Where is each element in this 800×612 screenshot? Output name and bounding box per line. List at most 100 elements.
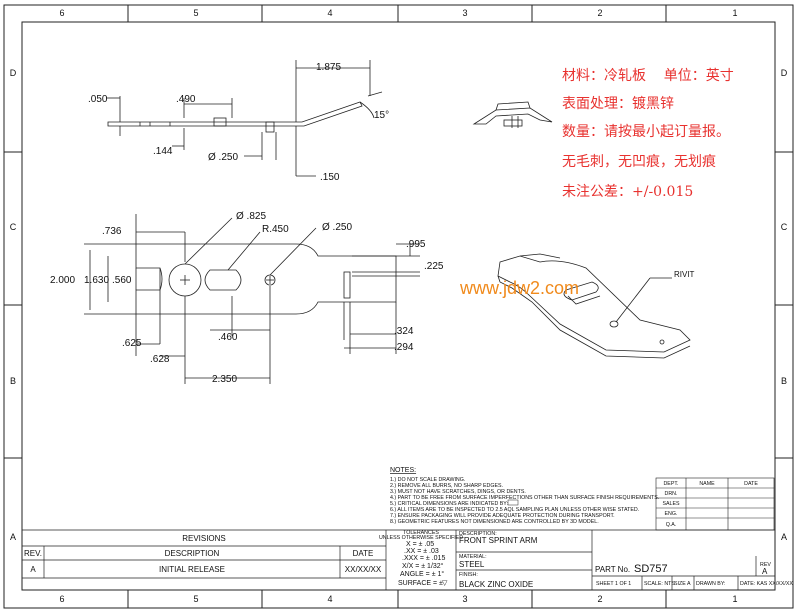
zone-col-top: 4 bbox=[327, 8, 332, 18]
dim-2000: 2.000 bbox=[50, 275, 75, 286]
rev-value: A bbox=[762, 567, 768, 576]
zone-col-top: 3 bbox=[462, 8, 467, 18]
rivit-leader bbox=[615, 277, 651, 323]
note-item: 1.) DO NOT SCALE DRAWING. bbox=[390, 477, 465, 483]
zone-col-top: 1 bbox=[732, 8, 737, 18]
note-item: 6.) ALL ITEMS ARE TO BE INSPECTED TO 2.5… bbox=[390, 507, 639, 513]
approval-row-label: Q.A. bbox=[666, 522, 677, 528]
part-no-value: SD757 bbox=[634, 563, 668, 575]
notes-block: NOTES: 1.) DO NOT SCALE DRAWING. 2.) REM… bbox=[390, 467, 659, 525]
plan-view-outline bbox=[135, 243, 397, 315]
dim-150: .150 bbox=[320, 172, 340, 183]
annotation-tolerance: 未注公差：+/-0.015 bbox=[562, 184, 693, 200]
approval-table bbox=[655, 477, 775, 531]
side-view-dims: 1.875 .050 .490 15° .144 Ø .250 .150 bbox=[88, 62, 389, 183]
tolerances-title: TOLERANCES bbox=[403, 530, 439, 536]
drawn-info: DRAWN BY: bbox=[696, 581, 726, 587]
note-item: 4.) PART TO BE FREE FROM SURFACE IMPERFE… bbox=[390, 495, 659, 501]
revisions-header-rev: REV. bbox=[24, 549, 42, 558]
approval-row-label: ENG. bbox=[665, 511, 678, 517]
tolerance-line: X/X = ± 1/32° bbox=[402, 562, 444, 570]
dim-dia250: Ø .250 bbox=[322, 222, 352, 233]
revisions-table: REVISIONS REV. DESCRIPTION DATE A INITIA… bbox=[24, 534, 382, 574]
approval-row-label: SALES bbox=[662, 501, 680, 507]
iso-slot bbox=[563, 281, 599, 301]
zone-col-bottom: 3 bbox=[462, 594, 467, 604]
zone-row-left: C bbox=[10, 222, 17, 232]
dim-1630: 1.630 bbox=[84, 275, 109, 286]
finish-value: BLACK ZINC OXIDE bbox=[459, 580, 533, 589]
revision-description: INITIAL RELEASE bbox=[159, 565, 225, 574]
tolerances-subtitle: UNLESS OTHERWISE SPECIFIED bbox=[379, 535, 463, 541]
critical-symbol bbox=[507, 499, 519, 506]
dim-r450: R.450 bbox=[262, 224, 289, 235]
dim-490: .490 bbox=[176, 94, 196, 105]
zone-col-bottom: 6 bbox=[59, 594, 64, 604]
note-item: 3.) MUST NOT HAVE SCRATCHES, DINGS, OR D… bbox=[390, 489, 526, 495]
tolerance-line: ANGLE = ± 1° bbox=[400, 570, 444, 578]
dim-144: .144 bbox=[153, 146, 173, 157]
zone-row-left: D bbox=[10, 68, 17, 78]
dim-225: .225 bbox=[424, 261, 444, 272]
dim-dia250-side: Ø .250 bbox=[208, 152, 238, 163]
zone-row-right: D bbox=[781, 68, 788, 78]
zone-row-right: A bbox=[781, 532, 787, 542]
part-no-label: PART No. bbox=[595, 565, 630, 574]
dim-294: .294 bbox=[394, 342, 414, 353]
dim-050: .050 bbox=[88, 94, 108, 105]
leader-line bbox=[367, 91, 383, 97]
leader-line bbox=[184, 217, 233, 265]
approval-header: DEPT. bbox=[663, 481, 678, 487]
slot bbox=[204, 269, 242, 291]
scale-info: SCALE: NTS bbox=[644, 581, 675, 587]
iso-view-large bbox=[497, 253, 691, 359]
sheet-border bbox=[3, 4, 794, 609]
iso-outline bbox=[497, 255, 691, 353]
zone-row-left: A bbox=[10, 532, 16, 542]
annotations: 材料：冷轧板 单位：英寸 表面处理：镀黑锌 数量：请按最小起订量报。 无毛刺，无… bbox=[562, 67, 734, 200]
plan-view bbox=[84, 214, 420, 384]
notes-title: NOTES: bbox=[390, 467, 416, 474]
rivet-side-lower bbox=[265, 121, 275, 133]
dim-625: .625 bbox=[122, 338, 142, 349]
revision-date: XX/XX/XX bbox=[345, 565, 382, 574]
dim-460: .460 bbox=[218, 332, 238, 343]
zone-row-right: C bbox=[781, 222, 788, 232]
note-item: 2.) REMOVE ALL BURRS, NO SHARP EDGES. bbox=[390, 483, 503, 489]
dim-1875: 1.875 bbox=[316, 62, 341, 73]
approval-header: NAME bbox=[699, 481, 715, 487]
zone-col-bottom: 2 bbox=[597, 594, 602, 604]
material-label: MATERIAL: bbox=[459, 554, 487, 560]
annotation-material-unit: 材料：冷轧板 单位：英寸 bbox=[562, 67, 734, 84]
revisions-title: REVISIONS bbox=[182, 534, 226, 543]
tolerances-block: TOLERANCES UNLESS OTHERWISE SPECIFIED X … bbox=[379, 530, 463, 587]
tolerance-line: SURFACE = ± bbox=[398, 580, 443, 587]
zone-col-top: 6 bbox=[59, 8, 64, 18]
approval-text: DEPT. NAME DATE DRN. SALES ENG. Q.A. bbox=[662, 481, 758, 528]
annotation-surface: 表面处理：镀黑锌 bbox=[562, 95, 674, 112]
revisions-header-description: DESCRIPTION bbox=[165, 549, 220, 558]
part-number-block: PART No. SD757 REV A SHEET 1 OF 1 SCALE:… bbox=[595, 562, 793, 587]
zone-col-top: 2 bbox=[597, 8, 602, 18]
finish-label: FINISH: bbox=[459, 572, 478, 578]
revision-rev: A bbox=[30, 565, 36, 574]
title-block-frame bbox=[22, 529, 775, 590]
zone-labels: 6 5 4 3 2 1 6 5 4 3 2 1 D C B A D C B A bbox=[10, 8, 788, 604]
annotation-quantity: 数量：请按最小起订量报。 bbox=[562, 124, 730, 140]
dim-995: .995 bbox=[406, 239, 426, 250]
approval-header: DATE bbox=[744, 481, 758, 487]
part-info: DESCRIPTION: FRONT SPRINT ARM MATERIAL: … bbox=[459, 531, 538, 589]
iso-view-small bbox=[472, 101, 553, 128]
zone-row-left: B bbox=[10, 376, 16, 386]
zone-col-top: 5 bbox=[193, 8, 198, 18]
description-label: DESCRIPTION: bbox=[459, 531, 497, 537]
revisions-header-date: DATE bbox=[353, 549, 374, 558]
dim-2350: 2.350 bbox=[212, 374, 237, 385]
note-item: 7.) ENSURE PACKAGING WILL PROVIDE ADEQUA… bbox=[390, 513, 615, 519]
rev-label: REV bbox=[760, 562, 771, 568]
angle-arc bbox=[359, 101, 375, 119]
tolerance-line: X = ± .05 bbox=[406, 541, 434, 548]
zone-col-bottom: 1 bbox=[732, 594, 737, 604]
size-info: SIZE A bbox=[674, 581, 691, 587]
relief-slot bbox=[343, 271, 351, 299]
